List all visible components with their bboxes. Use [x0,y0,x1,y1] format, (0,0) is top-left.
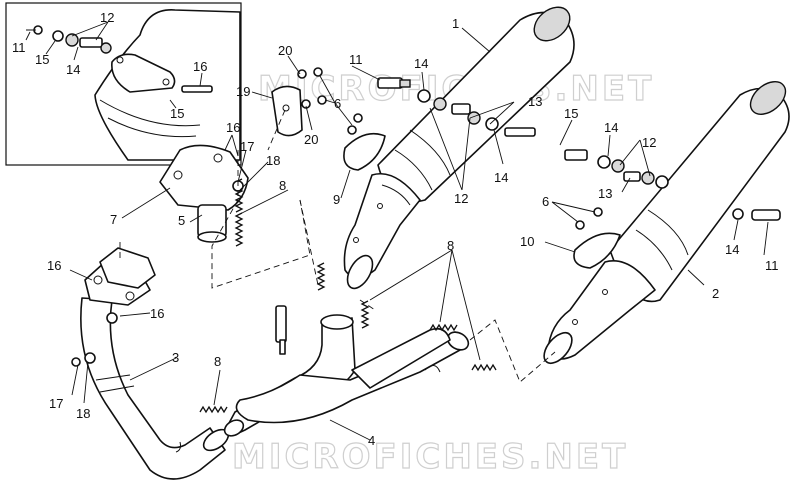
callout-8-lower: 8 [214,354,221,369]
callout-20-lower: 20 [304,132,318,147]
inset-detail [5,2,242,166]
callout-13-upper: 13 [528,94,542,109]
heat-shield-9 [343,132,386,171]
callout-6-upper: 6 [334,96,341,111]
callout-8-upper: 8 [279,178,286,193]
gasket-7 [99,247,156,289]
callout-14-inset: 14 [66,62,80,77]
hardware-upper-muffler [377,77,536,137]
callout-7: 7 [110,212,117,227]
exhaust-pipe-3 [80,261,230,480]
callout-10: 10 [520,234,534,249]
callout-16-left: 16 [47,258,61,273]
callout-14-upper: 14 [414,56,428,71]
callout-18-flange: 18 [266,153,280,168]
callout-13-right: 13 [598,186,612,201]
callout-15-inset-right: 15 [170,106,184,121]
callout-17-flange: 17 [240,139,254,154]
hardware-right-muffler [564,149,781,221]
callout-3: 3 [172,350,179,365]
callout-16-flange: 16 [226,120,240,135]
callout-14-right: 14 [604,120,618,135]
callout-16-pipe: 16 [150,306,164,321]
callout-14-center: 14 [494,170,508,185]
callout-9: 9 [333,192,340,207]
callout-16-inset: 16 [193,59,207,74]
spring-8-c [199,405,228,414]
callout-6-right: 6 [542,194,549,209]
callout-2: 2 [712,286,719,301]
leader-lines [25,21,769,441]
callout-12-right: 12 [642,135,656,150]
muffler-right-upper [343,6,575,290]
callout-8-right: 8 [447,238,454,253]
callout-20-upper: 20 [278,43,292,58]
sensor-probe [275,305,287,355]
callout-15-right: 15 [564,106,578,121]
callout-labels: 1 2 3 4 5 6 6 7 8 8 8 9 10 11 11 11 12 1… [12,10,779,448]
callout-12-upper: 12 [454,191,468,206]
callout-11-inset: 11 [12,40,26,55]
callout-19: 19 [236,84,250,99]
callout-18-pipe: 18 [76,406,90,421]
spring-8-b [316,262,497,372]
muffler-left-lower [543,81,790,365]
hardware-misc [71,67,603,367]
callout-11-right: 11 [765,258,779,273]
callout-11-upper: 11 [349,52,363,67]
callout-15-inset-left: 15 [35,52,49,67]
callout-14-far-right: 14 [725,242,739,257]
flange-5 [159,144,249,243]
callout-17-pipe: 17 [49,396,63,411]
callout-4: 4 [368,433,375,448]
watermark-bottom: MICROFICHES.NET [232,437,628,477]
assembly-guides [119,109,556,383]
callout-12-inset: 12 [100,10,114,25]
heat-shield-10 [573,232,621,269]
callout-1: 1 [452,16,459,31]
y-pipe-4 [175,314,470,453]
callout-5: 5 [178,213,185,228]
